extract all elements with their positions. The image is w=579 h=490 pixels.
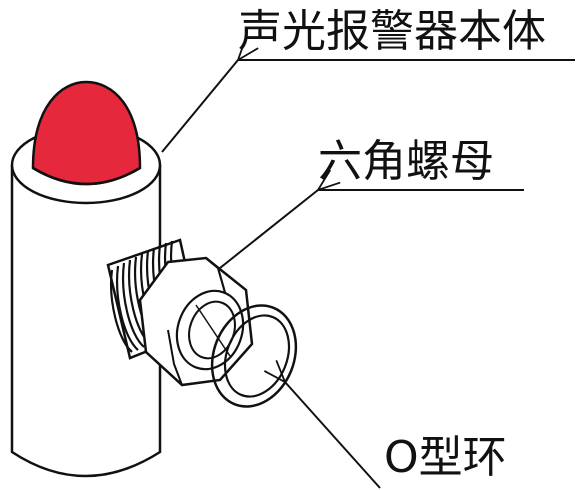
- red-dome-light: [31, 80, 142, 186]
- label-o-ring: O型环: [384, 432, 507, 483]
- hex-nut: [138, 256, 254, 387]
- leader-o-ring: [285, 382, 381, 489]
- leader-hex-nut: [219, 190, 524, 269]
- label-hex-nut: 六角螺母: [318, 136, 494, 187]
- label-alarm-body: 声光报警器本体: [238, 6, 546, 57]
- leader-alarm-body: [161, 60, 575, 153]
